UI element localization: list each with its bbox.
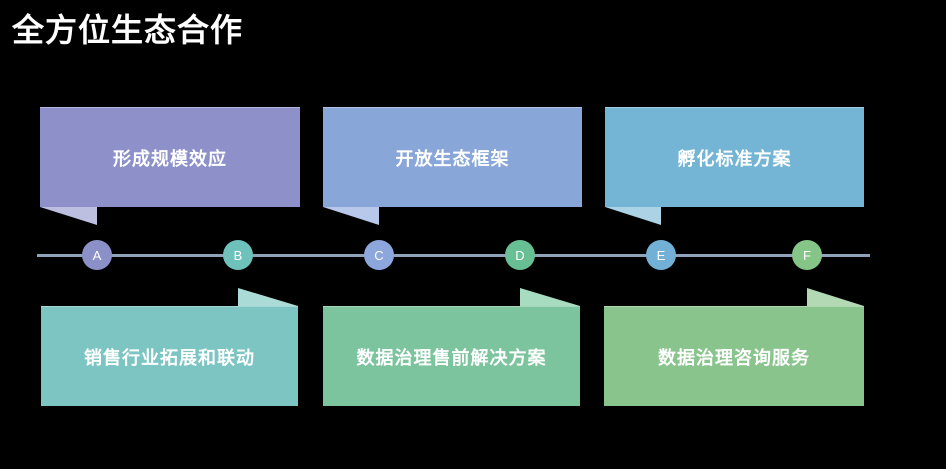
bubble-open-framework: 开放生态框架	[323, 107, 582, 207]
bubble-sales-expansion: 销售行业拓展和联动	[41, 306, 298, 406]
timeline-node-a: A	[82, 240, 112, 270]
tail-shape	[40, 207, 97, 225]
tail-shape	[323, 207, 379, 225]
node-label: B	[233, 247, 243, 263]
timeline-node-e: E	[646, 240, 676, 270]
node-label: D	[515, 247, 525, 263]
tail-shape	[238, 288, 298, 306]
node-label: F	[803, 247, 811, 263]
node-label: C	[374, 247, 384, 263]
bubble-label: 数据治理售前解决方案	[356, 347, 547, 368]
timeline-node-d: D	[505, 240, 535, 270]
bubble-label: 开放生态框架	[395, 148, 510, 169]
tail-shape	[807, 288, 864, 306]
bubble-tail-up-icon	[807, 288, 864, 306]
timeline-node-f: F	[792, 240, 822, 270]
timeline-node-b: B	[223, 240, 253, 270]
tail-shape	[605, 207, 661, 225]
timeline-line	[37, 254, 870, 257]
bubble-consulting-service: 数据治理咨询服务	[604, 306, 864, 406]
bubble-tail-up-icon	[238, 288, 298, 306]
bubble-label: 销售行业拓展和联动	[84, 347, 255, 368]
bubble-label: 数据治理咨询服务	[658, 347, 810, 368]
node-label: E	[656, 247, 666, 263]
bubble-standard-solution: 孵化标准方案	[605, 107, 864, 207]
bubble-presales-solution: 数据治理售前解决方案	[323, 306, 580, 406]
bubble-tail-down-icon	[605, 207, 661, 225]
bubble-label: 形成规模效应	[113, 148, 227, 169]
page-title: 全方位生态合作	[12, 12, 244, 48]
tail-shape	[520, 288, 580, 306]
timeline-node-c: C	[364, 240, 394, 270]
bubble-tail-up-icon	[520, 288, 580, 306]
bubble-tail-down-icon	[40, 207, 97, 225]
bubble-scale-effect: 形成规模效应	[40, 107, 300, 207]
node-label: A	[92, 247, 102, 263]
bubble-label: 孵化标准方案	[677, 148, 792, 169]
bubble-tail-down-icon	[323, 207, 379, 225]
